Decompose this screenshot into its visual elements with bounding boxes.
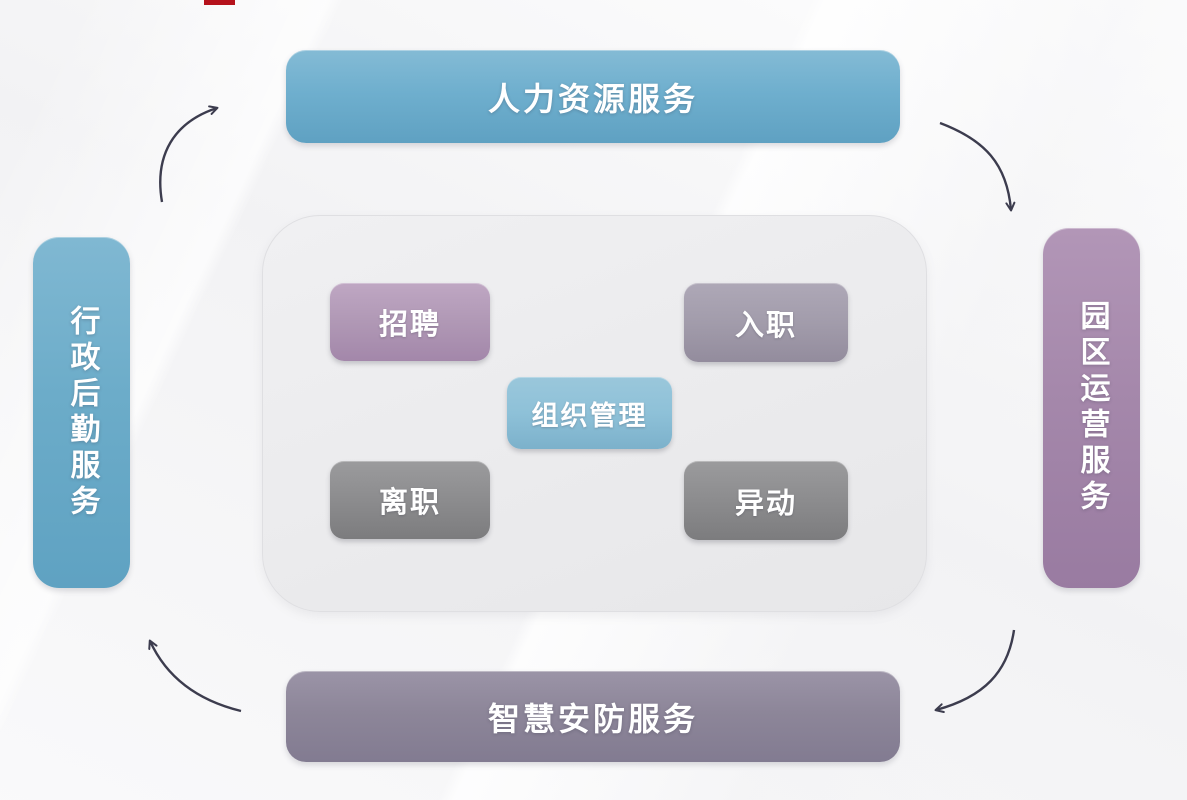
red-accent-fragment xyxy=(204,0,235,5)
node-smart-security[interactable]: 智慧安防服务 xyxy=(286,671,900,762)
arrow-hr-to-park xyxy=(939,121,1016,212)
node-org-management[interactable]: 组织管理 xyxy=(507,377,672,449)
node-admin-logistics-label: 行政后勤服务 xyxy=(65,304,99,521)
node-leave[interactable]: 离职 xyxy=(330,461,490,539)
node-recruit[interactable]: 招聘 xyxy=(330,283,490,361)
node-hr-services[interactable]: 人力资源服务 xyxy=(286,50,900,143)
node-admin-logistics[interactable]: 行政后勤服务 xyxy=(33,237,130,588)
node-leave-label: 离职 xyxy=(378,487,441,519)
node-onboard[interactable]: 入职 xyxy=(684,283,848,362)
node-transfer-label: 异动 xyxy=(734,487,797,520)
node-park-operations-label: 园区运营服务 xyxy=(1075,300,1109,516)
node-onboard-label: 入职 xyxy=(734,309,797,342)
node-transfer[interactable]: 异动 xyxy=(684,461,848,540)
node-recruit-label: 招聘 xyxy=(378,309,441,341)
node-hr-services-label: 人力资源服务 xyxy=(487,80,698,117)
node-park-operations[interactable]: 园区运营服务 xyxy=(1043,228,1140,588)
arrow-admin-to-hr xyxy=(159,105,219,203)
arrow-park-to-security xyxy=(934,629,1016,714)
arrow-security-to-admin xyxy=(148,639,242,713)
node-smart-security-label: 智慧安防服务 xyxy=(487,700,698,737)
node-org-management-label: 组织管理 xyxy=(531,400,648,431)
